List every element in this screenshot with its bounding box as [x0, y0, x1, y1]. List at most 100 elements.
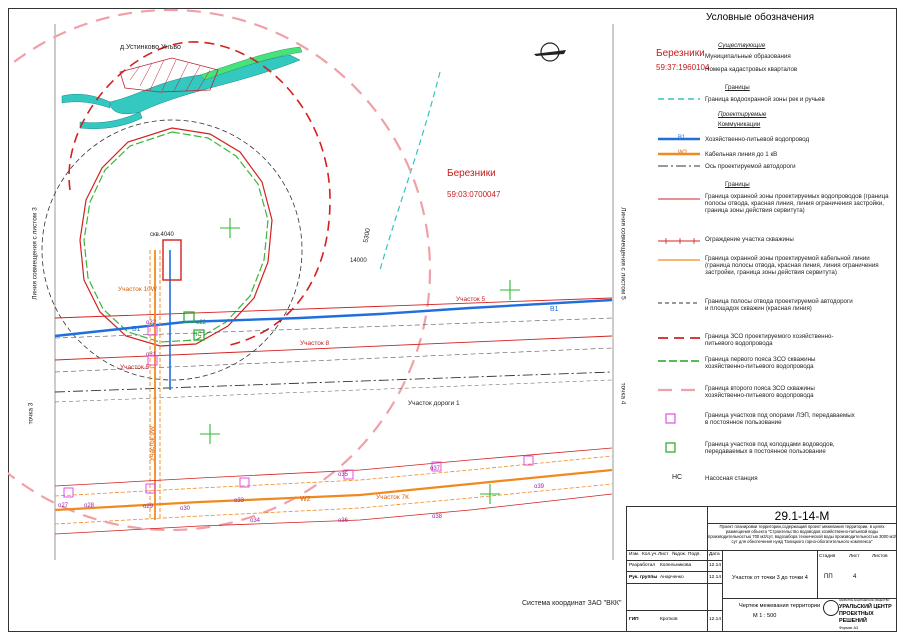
well-label: скв.4040: [150, 232, 174, 238]
legend-text: Хозяйственно-питьевой водопровод: [705, 136, 810, 143]
legend-text: Граница охранной зоны проектируемой кабе…: [705, 255, 879, 277]
legend-heading: Проектируемые: [718, 111, 767, 118]
settlement-label: д.Устинково Унъво: [120, 44, 181, 51]
title-block: 29.1-14-М Проект планировки территории,с…: [626, 506, 897, 632]
company-name: УРАЛЬСКИЙ ЦЕНТР ПРОЕКТНЫХ РЕШЕНИЙ: [839, 604, 892, 624]
stamp-col-header: Изм.: [629, 552, 640, 557]
drawing-frame: [8, 8, 897, 632]
plot-point: o29: [143, 504, 154, 510]
zso-water-main: [68, 41, 331, 346]
section-label: Участок 5: [120, 364, 150, 371]
right-border-label: Линия совмещения с листом 5: [619, 207, 627, 300]
river: [109, 54, 301, 115]
stamp-name: Кротков: [660, 617, 678, 622]
legend-text: Ось проектируемой автодороги: [705, 163, 796, 170]
legend-text: Граница водоохранной зоны рек и ручьев: [705, 96, 825, 103]
plot-point: o33: [234, 498, 245, 504]
well-fence: [162, 239, 182, 281]
point-left: точка 3: [27, 402, 35, 425]
legend-heading: Границы: [725, 181, 750, 188]
section-label: Участок 8: [300, 340, 330, 347]
legend-text: Граница участков под опорами ЛЭП, переда…: [705, 412, 855, 427]
point-right: точка 4: [619, 382, 627, 405]
stamp-name: Копельникова: [660, 563, 692, 568]
zso-second-belt: [8, 8, 432, 532]
legend-title: Условные обозначения: [705, 12, 815, 23]
chainage-label-2: 14000: [350, 258, 367, 264]
legend-text: Насосная станция: [705, 475, 758, 482]
plot-point: o32: [146, 320, 157, 326]
legend-heading: Существующие: [718, 42, 766, 49]
legend-municipal-sample: Березники: [656, 48, 705, 59]
water-main-b1: [54, 298, 613, 338]
survey-map: [8, 8, 614, 560]
stamp-date: 12.14: [709, 617, 722, 622]
plot-point: o38: [432, 514, 443, 520]
legend-text: Ограждение участка скважины: [705, 236, 794, 243]
legend-symbols: [658, 98, 700, 453]
region-cadastral: 59:03:0700047: [447, 190, 501, 199]
section-label: Участок 9W: [149, 425, 157, 462]
sheet-format: Формат А3: [839, 626, 859, 630]
water-protection-zone-line: [379, 71, 441, 271]
ns-label: НС: [193, 332, 202, 338]
plot-point: o28: [84, 503, 95, 509]
section-label: Участок 10W: [118, 286, 157, 293]
drawing-code: 29.1-14-М: [774, 509, 830, 523]
legend-text: Граница участков под колодцами водоводов…: [705, 441, 835, 456]
stamp-col-header: Дата: [709, 552, 720, 557]
coordinate-system: Система координат ЗАО "ВКК": [522, 600, 622, 607]
legend-text: Граница второго пояса ЗСО скважины хозяй…: [705, 385, 815, 400]
stamp-role: Рук. группы: [629, 575, 658, 580]
line-label: В1: [550, 306, 559, 313]
plot-point: o37: [430, 466, 441, 472]
company-small: ЗАКРЫТОЕ АКЦИОНЕРНОЕ ОБЩЕСТВО: [839, 599, 890, 602]
legend-text: Граница первого пояса ЗСО скважины хозяй…: [705, 356, 816, 371]
plot-point: o39: [534, 484, 545, 490]
legend-text: Граница полосы отвода проектируемой авто…: [705, 298, 853, 313]
legend-text: Муниципальные образования: [705, 53, 791, 60]
plot-point: o31: [146, 352, 157, 358]
company-logo-icon: [823, 600, 839, 616]
stamp-col-header: Подп.: [688, 552, 701, 557]
line-label: W2: [300, 496, 311, 503]
stamp-role: ГИП: [629, 617, 639, 622]
section-label: Участок 5: [456, 296, 486, 303]
stamp-date: 12.14: [709, 575, 722, 580]
drawing-scale: М 1 : 500: [753, 613, 777, 619]
region-name: Березники: [447, 168, 496, 179]
section-label: Участок дороги 1: [408, 400, 460, 407]
plot-point: o30: [180, 506, 191, 512]
section-label: Участок 7К: [376, 494, 409, 501]
project-description: Проект планировки территории,содержащий …: [708, 524, 896, 544]
legend-text: Граница охранной зоны проектируемых водо…: [705, 193, 889, 215]
first-belt-polygon: [79, 127, 273, 347]
sheet-title: Участок от точки 3 до точки 4: [732, 575, 808, 581]
plot-point: o35: [338, 472, 349, 478]
plot-point: o34: [250, 518, 261, 524]
legend-text: Граница ЗСО проектируемого хозяйственно-…: [705, 333, 834, 348]
legend-text: Номера кадастровых кварталов: [705, 66, 798, 73]
stamp-col-header: Лист: [658, 552, 669, 557]
legend-text: Кабельная линия до 1 кВ: [705, 151, 778, 158]
legend-heading: Коммуникации: [718, 121, 761, 128]
plot-point: o22: [196, 320, 207, 326]
legend-ns-symbol: НС: [672, 474, 683, 481]
plot-point: o36: [338, 518, 349, 524]
stage-header: Стадия: [819, 554, 836, 559]
sheet-header: Лист: [849, 554, 860, 559]
stamp-date: 12.14: [709, 563, 722, 568]
drawing-title: Чертеж межевания территории: [739, 603, 821, 609]
left-border-label: Линия совмещения с листом 3: [31, 207, 39, 300]
stamp-name: Анарченко: [660, 575, 684, 580]
sheet-value: 4: [853, 574, 857, 580]
sheets-header: Листов: [872, 554, 888, 559]
legend-heading: Границы: [725, 84, 750, 91]
stamp-col-header: Кол.уч.: [642, 552, 658, 557]
legend-cadastral-sample: 59:37:1960104: [656, 63, 710, 72]
stamp-role: Разработал: [629, 563, 656, 568]
stamp-col-header: №док.: [672, 552, 687, 557]
line-label: В1: [132, 326, 141, 333]
north-arrow-icon: [534, 42, 566, 62]
stage-value: ПП: [824, 574, 833, 580]
